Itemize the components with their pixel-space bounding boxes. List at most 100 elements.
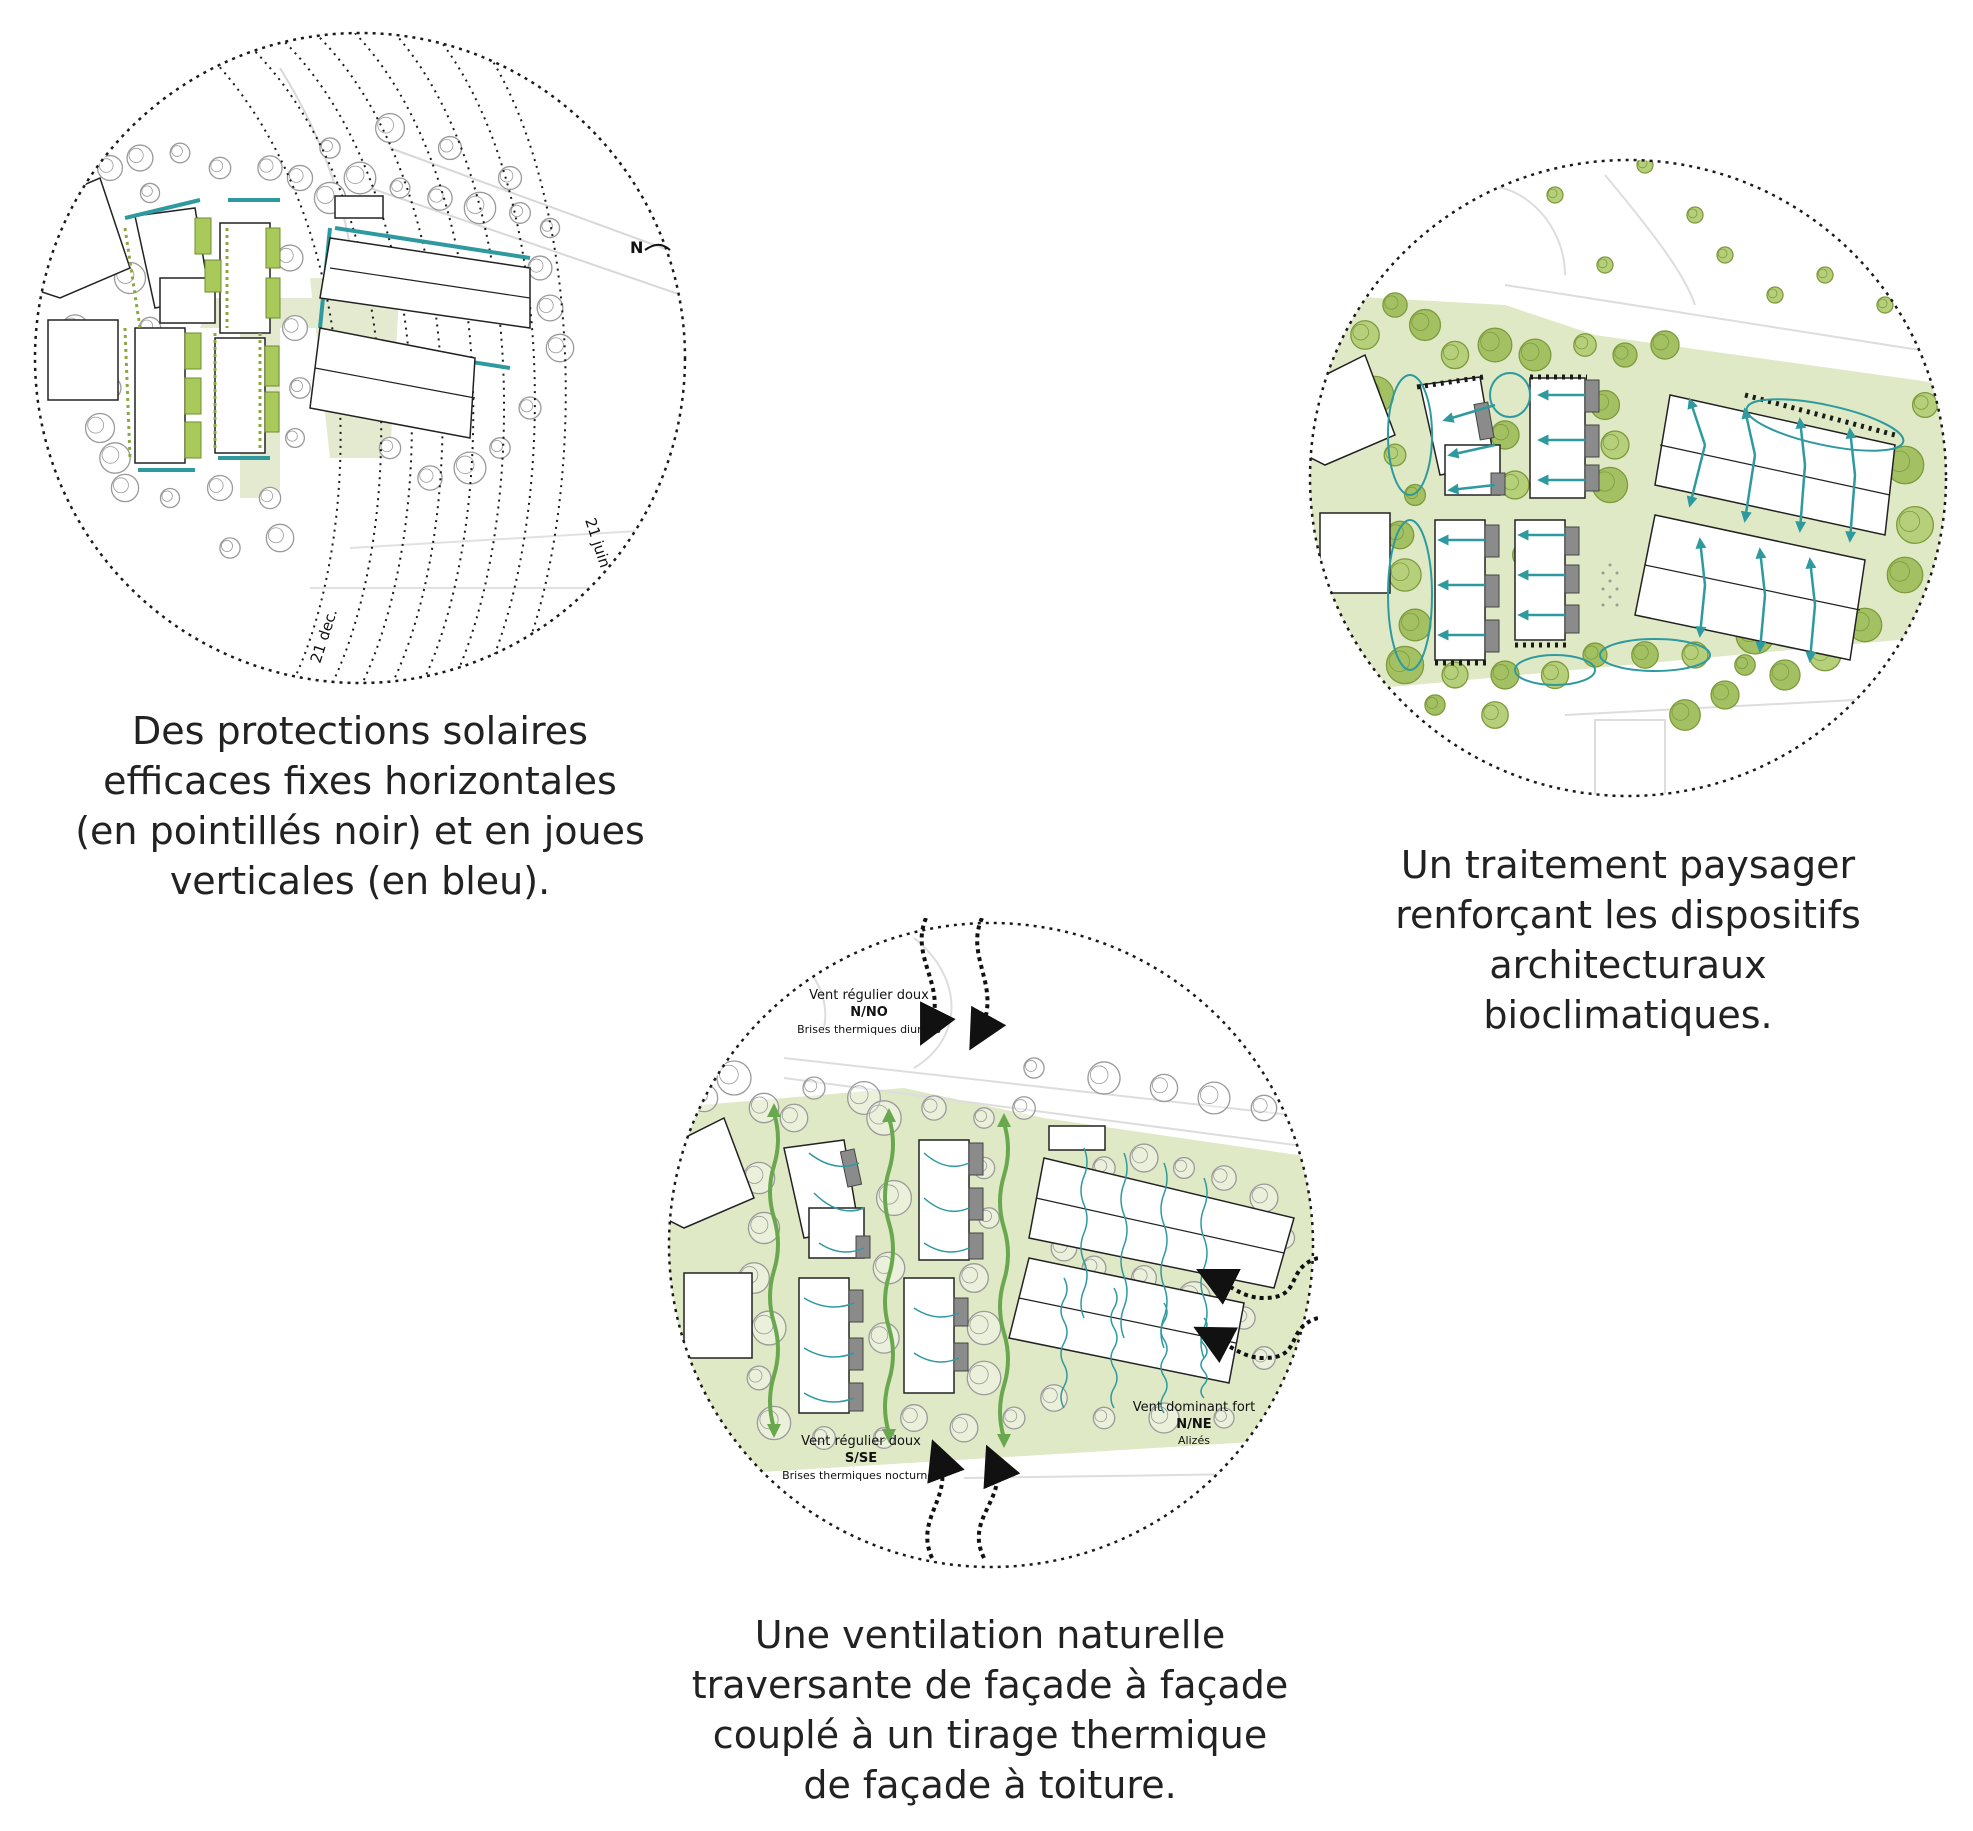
- tree-icon: [139, 182, 161, 204]
- airflow-arrow-icon: [1686, 444, 1707, 508]
- tree-icon: [389, 177, 411, 199]
- tree-icon: [1197, 1081, 1231, 1115]
- tree-icon: [489, 437, 511, 459]
- tree-icon: [959, 1263, 989, 1293]
- tree-icon: [1490, 660, 1520, 690]
- tree-icon: [1518, 338, 1552, 372]
- tree-icon: [689, 1083, 719, 1113]
- airflow-line: [818, 1242, 865, 1253]
- airflow-arrow-icon: [1805, 557, 1817, 606]
- tree-icon: [973, 1107, 995, 1129]
- airflow-line: [923, 1242, 970, 1253]
- tree-icon: [374, 112, 406, 144]
- tree-icon: [1766, 286, 1784, 304]
- airflow-line: [1120, 1152, 1128, 1339]
- wind-nno-title: Vent régulier doux: [809, 988, 929, 1003]
- tree-icon: [1398, 608, 1432, 642]
- tree-icon: [1440, 340, 1470, 370]
- tree-icon: [1612, 342, 1638, 368]
- tree-icon: [921, 1095, 947, 1121]
- airflow-arrow-icon: [1517, 569, 1565, 581]
- caption-natural-ventilation: Une ventilation naturelle traversante de…: [660, 1610, 1320, 1810]
- tree-icon: [1596, 256, 1614, 274]
- tree-icon: [1477, 327, 1513, 363]
- wind-nne-direction: N/NE: [1176, 1417, 1211, 1432]
- tree-icon: [265, 523, 295, 553]
- tree-icon: [208, 156, 232, 180]
- airflow-line: [1110, 1287, 1118, 1409]
- tree-icon: [1896, 506, 1934, 544]
- tree-icon: [1148, 1402, 1180, 1434]
- tree-icon: [110, 473, 140, 503]
- tree-icon: [812, 1426, 836, 1450]
- wind-nno-direction: N/NO: [850, 1005, 888, 1020]
- tree-icon: [949, 1413, 979, 1443]
- airflow-line: [803, 1297, 855, 1308]
- tree-icon: [716, 1060, 752, 1096]
- airflow-arrow-icon: [1537, 434, 1585, 446]
- tree-icon: [497, 165, 523, 191]
- tree-icon: [1582, 642, 1608, 668]
- tree-icon: [746, 1365, 772, 1391]
- airflow-arrow-icon: [1437, 534, 1485, 546]
- caption-line: (en pointillés noir) et en joues: [75, 809, 645, 853]
- north-label: N: [630, 238, 643, 257]
- tree-icon: [1540, 660, 1570, 690]
- tree-icon: [900, 1404, 928, 1432]
- caption-landscape-treatment: Un traitement paysager renforçant les di…: [1318, 840, 1938, 1040]
- tree-icon: [99, 442, 131, 474]
- airflow-arrow-icon: [1695, 537, 1707, 586]
- airflow-line: [923, 1197, 970, 1213]
- airflow-arrow-icon: [1517, 609, 1565, 621]
- tree-icon: [1382, 292, 1408, 318]
- tree-icon: [536, 294, 564, 322]
- tree-icon: [966, 1310, 1002, 1346]
- airflow-arrow-icon: [1537, 474, 1585, 486]
- airflow-arrow-icon: [1447, 483, 1496, 495]
- caption-line: traversante de façade à façade: [691, 1663, 1289, 1707]
- tree-icon: [1385, 645, 1425, 685]
- tree-icon: [1769, 659, 1801, 691]
- tree-icon: [539, 217, 561, 239]
- caption-line: couplé à un tirage thermique: [712, 1713, 1268, 1757]
- airflow-line: [813, 1192, 865, 1212]
- airflow-line: [803, 1392, 855, 1403]
- tree-icon: [1911, 391, 1939, 419]
- arc-label-june: 21 juin: [581, 516, 614, 570]
- tree-icon: [84, 412, 116, 444]
- tree-icon: [802, 1076, 826, 1100]
- tree-icon: [1681, 641, 1709, 669]
- tree-icon: [1149, 1073, 1179, 1103]
- caption-line: architecturaux: [1489, 943, 1767, 987]
- tree-icon: [1481, 701, 1509, 729]
- airflow-arrow-icon: [1695, 584, 1707, 638]
- tree-icon: [1252, 1346, 1276, 1370]
- tree-icon: [509, 202, 531, 224]
- caption-line: bioclimatiques.: [1483, 993, 1773, 1037]
- tree-icon: [427, 185, 453, 211]
- airflow-arrow-icon: [1442, 403, 1496, 423]
- solar-protection-plan: N 21 juin 21 dec.: [33, 31, 687, 685]
- caption-solar-protection: Des protections solaires efficaces fixes…: [20, 706, 700, 906]
- airflow-line: [803, 1347, 855, 1358]
- tree-icon: [751, 1310, 787, 1346]
- tree-icon: [417, 465, 443, 491]
- caption-line: Une ventilation naturelle: [754, 1613, 1226, 1657]
- caption-line: Un traitement paysager: [1400, 843, 1856, 887]
- tree-icon: [1350, 320, 1380, 350]
- tree-icon: [1002, 1406, 1026, 1430]
- airflow-arrow-icon: [1755, 547, 1767, 596]
- tree-icon: [453, 451, 487, 485]
- landscape-treatment-plan: [1308, 158, 1948, 798]
- airflow-line: [913, 1352, 960, 1363]
- tree-icon: [747, 1211, 781, 1245]
- tree-icon: [518, 396, 542, 420]
- airflow-arrow-icon: [1741, 407, 1757, 456]
- airflow-line: [1080, 1147, 1088, 1319]
- tree-icon: [1441, 661, 1469, 689]
- tree-icon: [1716, 246, 1734, 264]
- wind-sse-note: Brises thermiques nocturnes: [782, 1469, 940, 1482]
- tree-icon: [1087, 1061, 1121, 1095]
- airflow-arrow-icon: [1687, 397, 1707, 446]
- tree-icon: [1600, 430, 1630, 460]
